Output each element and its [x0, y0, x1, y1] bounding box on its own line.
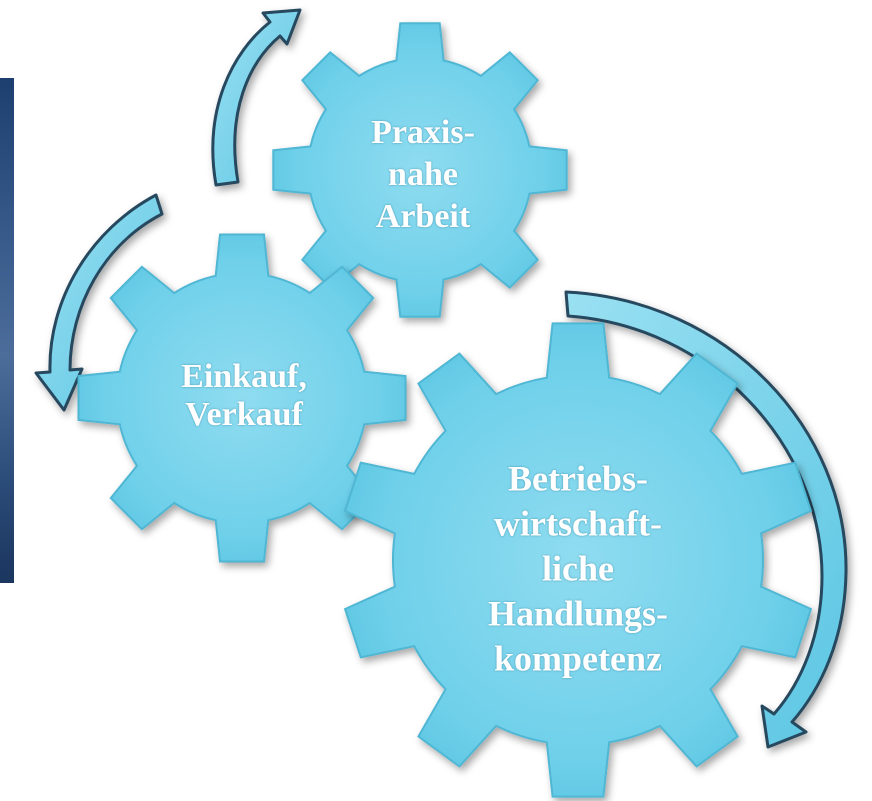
gear-label-handlungskompetenz: Betriebs- wirtschaft- liche Handlungs- k… — [488, 457, 668, 682]
gear-label-line: Arbeit — [375, 198, 471, 235]
gear-label-line: Verkauf — [185, 396, 303, 433]
gear-label-line: Betriebs- — [508, 458, 648, 499]
arrow-down-right-icon — [564, 290, 848, 749]
gear-label-line: kompetenz — [494, 638, 662, 679]
arrow-down-left-icon — [34, 193, 164, 412]
gear-label-einkauf-verkauf: Einkauf, Verkauf — [181, 358, 307, 434]
gear-label-line: nahe — [388, 156, 458, 193]
gear-label-line: wirtschaft- — [494, 503, 662, 544]
gear-label-line: Praxis- — [371, 114, 475, 151]
gear-einkauf-verkauf — [77, 233, 407, 563]
side-photo-fragment — [0, 78, 14, 583]
gear-label-praxisnahe-arbeit: Praxis- nahe Arbeit — [371, 112, 475, 238]
arrow-up-icon — [211, 8, 302, 187]
gear-label-line: Einkauf, — [181, 358, 307, 395]
gear-betriebswirtschaftliche-handlungskompetenz — [343, 322, 813, 798]
gear-praxisnahe-arbeit — [272, 22, 568, 318]
gear-label-line: liche — [542, 548, 614, 589]
gear-label-line: Handlungs- — [487, 593, 669, 634]
